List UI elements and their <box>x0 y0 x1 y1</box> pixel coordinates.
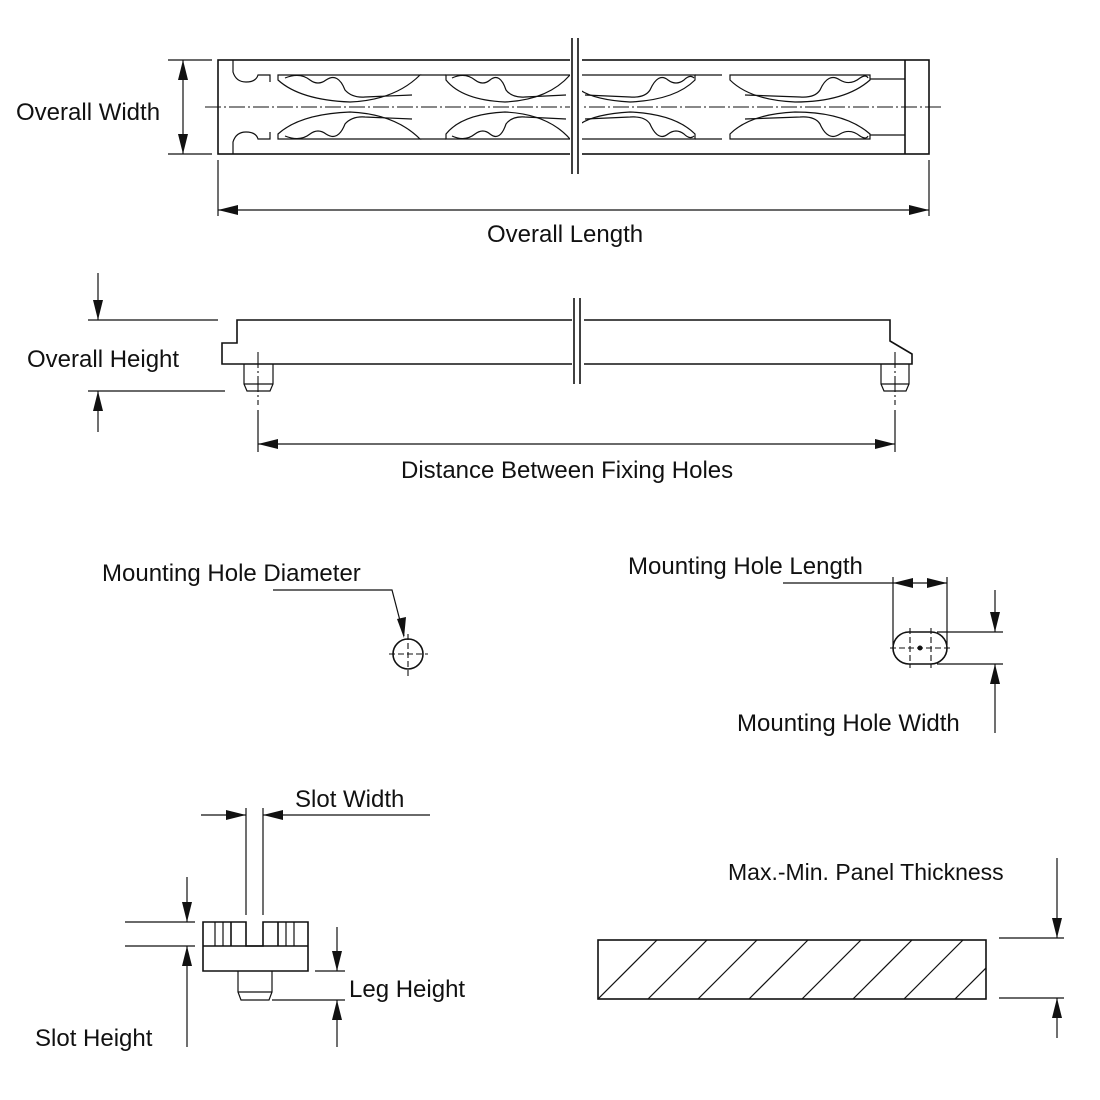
arrowhead <box>178 60 188 80</box>
overall-length-dimension: Overall Length <box>217 160 930 248</box>
fixing-holes-distance-dimension: Distance Between Fixing Holes <box>257 410 896 484</box>
mounting-hole-width-label: Mounting Hole Width <box>737 710 960 737</box>
clip-cells <box>277 74 905 140</box>
overall-height-dimension: Overall Height <box>27 273 225 432</box>
side-view: Overall Height Distance Between Fixing H… <box>27 273 913 484</box>
leg-height-label: Leg Height <box>349 976 465 1003</box>
mounting-hole-length-label: Mounting Hole Length <box>628 553 863 580</box>
arrowhead <box>990 612 1000 632</box>
overall-height-label: Overall Height <box>27 346 179 373</box>
top-view: Overall Width Overall Length <box>16 38 943 248</box>
slot-height-label: Slot Height <box>35 1025 153 1052</box>
clip-cell <box>277 74 446 140</box>
slot-width-label: Slot Width <box>295 786 404 813</box>
arrowhead <box>332 951 342 971</box>
clip-cell <box>729 74 905 140</box>
arrowhead <box>178 134 188 154</box>
fixing-holes-distance-label: Distance Between Fixing Holes <box>401 457 733 484</box>
overall-width-dimension: Overall Width <box>16 59 212 155</box>
break-gap <box>570 38 582 174</box>
overall-width-label: Overall Width <box>16 99 160 126</box>
panel-thickness-label: Max.-Min. Panel Thickness <box>728 859 1004 885</box>
arrowhead <box>218 205 238 215</box>
hatching <box>598 940 986 999</box>
arrowhead <box>263 810 283 820</box>
clip-cell <box>579 74 722 140</box>
arrowhead <box>990 664 1000 684</box>
left-scallop-bottom <box>232 131 271 154</box>
arrowhead <box>875 439 895 449</box>
arrowhead <box>1052 918 1062 938</box>
arrowhead <box>893 578 913 588</box>
arrowhead <box>182 946 192 966</box>
panel-detail: Max.-Min. Panel Thickness <box>597 858 1064 1038</box>
arrowhead <box>332 1000 342 1020</box>
leader-line <box>273 589 405 637</box>
arrowhead <box>226 810 246 820</box>
break-gap <box>572 298 584 384</box>
round-hole-detail: Mounting Hole Diameter <box>102 560 428 677</box>
arrowhead <box>258 439 278 449</box>
overall-length-label: Overall Length <box>487 221 643 248</box>
side-view-outline <box>221 319 913 365</box>
panel-section <box>597 939 987 1000</box>
mounting-hole-diameter-label: Mounting Hole Diameter <box>102 560 361 587</box>
arrowhead <box>397 617 406 638</box>
clip-leg <box>237 971 273 1001</box>
center-point <box>917 645 923 651</box>
clip-cell <box>445 74 572 140</box>
arrowhead <box>182 902 192 922</box>
left-scallop-top <box>232 60 271 83</box>
slot-hole-detail: Mounting Hole Length Mounting Hole Width <box>628 553 1003 737</box>
slot-detail: Slot Width Slot Height Leg He <box>35 786 465 1052</box>
arrowhead <box>93 391 103 411</box>
arrowhead <box>1052 998 1062 1018</box>
arrowhead <box>909 205 929 215</box>
arrowhead <box>927 578 947 588</box>
arrowhead <box>93 300 103 320</box>
